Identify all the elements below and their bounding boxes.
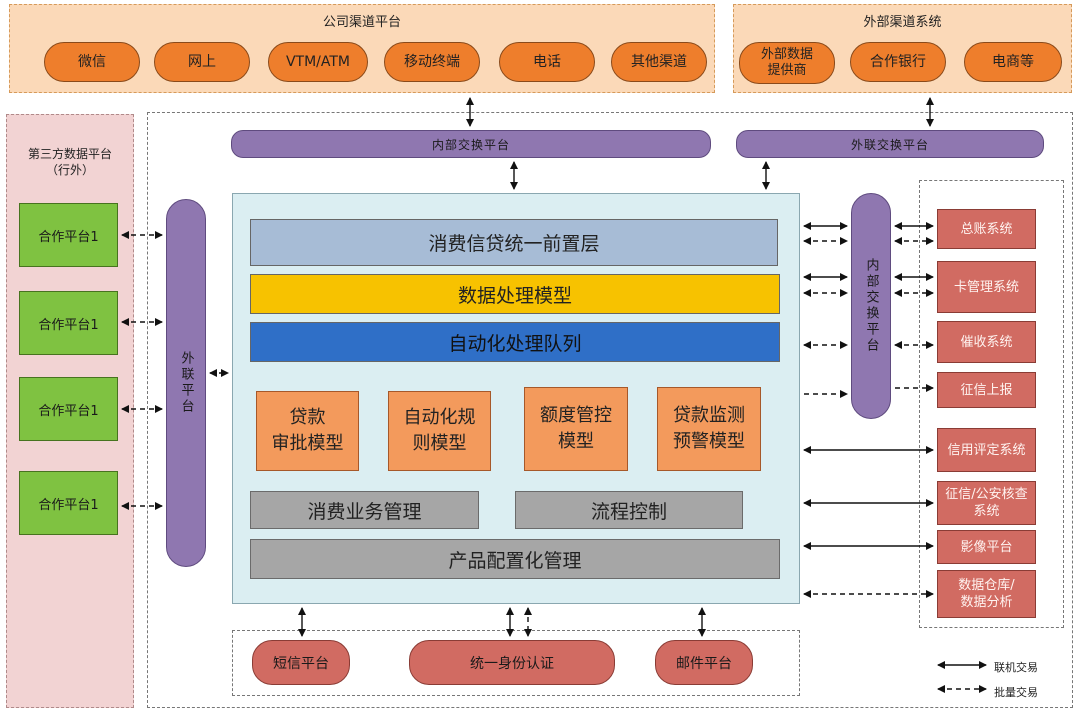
internal-exchange-platform-right[interactable]: 内部交换平台 — [851, 193, 891, 419]
company-channel-title: 公司渠道平台 — [322, 15, 401, 30]
channel-vtm-atm[interactable]: VTM/ATM — [268, 42, 368, 82]
third-party-title: 第三方数据平台 — [27, 147, 112, 161]
partner-platform-1[interactable]: 合作平台1 — [19, 203, 118, 267]
credit-reporting[interactable]: 征信上报 — [937, 372, 1036, 408]
external-data-provider[interactable]: 外部数据 提供商 — [739, 42, 835, 84]
image-platform[interactable]: 影像平台 — [937, 530, 1036, 564]
automation-rule-model[interactable]: 自动化规 则模型 — [388, 391, 491, 471]
loan-approval-model[interactable]: 贷款 审批模型 — [256, 391, 359, 471]
automation-queue[interactable]: 自动化处理队列 — [250, 322, 780, 362]
credit-police-verification[interactable]: 征信/公安核查 系统 — [937, 481, 1036, 525]
general-ledger-system[interactable]: 总账系统 — [937, 209, 1036, 249]
internal-exchange-platform-top[interactable]: 内部交换平台 — [231, 130, 711, 158]
channel-mobile[interactable]: 移动终端 — [384, 42, 480, 82]
internal-exchange-platform-right-label: 内部交换平台 — [863, 258, 879, 354]
third-party-subtitle: （行外） — [45, 163, 94, 177]
loan-monitoring-model[interactable]: 贷款监测 预警模型 — [657, 387, 761, 471]
consumer-business-management[interactable]: 消费业务管理 — [250, 491, 479, 529]
partner-platform-4[interactable]: 合作平台1 — [19, 471, 118, 535]
process-control[interactable]: 流程控制 — [515, 491, 743, 529]
external-link-platform-label: 外联平台 — [178, 351, 194, 415]
legend-online-label: 联机交易 — [994, 661, 1038, 674]
channel-other[interactable]: 其他渠道 — [611, 42, 707, 82]
unified-identity-auth[interactable]: 统一身份认证 — [409, 640, 615, 685]
data-warehouse[interactable]: 数据仓库/ 数据分析 — [937, 570, 1036, 618]
partner-platform-3[interactable]: 合作平台1 — [19, 377, 118, 441]
right-systems-frame — [919, 180, 1064, 628]
data-processing-model[interactable]: 数据处理模型 — [250, 274, 780, 314]
collection-system[interactable]: 催收系统 — [937, 321, 1036, 363]
external-exchange-platform-top[interactable]: 外联交换平台 — [736, 130, 1044, 158]
partner-platform-2[interactable]: 合作平台1 — [19, 291, 118, 355]
unified-front-layer[interactable]: 消费信贷统一前置层 — [250, 219, 778, 266]
partner-bank[interactable]: 合作银行 — [850, 42, 946, 82]
credit-limit-model[interactable]: 额度管控 模型 — [524, 387, 628, 471]
channel-wechat[interactable]: 微信 — [44, 42, 140, 82]
legend-batch-label: 批量交易 — [994, 686, 1038, 699]
channel-phone[interactable]: 电话 — [499, 42, 595, 82]
ecommerce[interactable]: 电商等 — [964, 42, 1062, 82]
sms-platform[interactable]: 短信平台 — [252, 640, 350, 685]
credit-rating-system[interactable]: 信用评定系统 — [937, 428, 1036, 472]
bottom-services-frame — [232, 630, 800, 696]
external-channel-title: 外部渠道系统 — [863, 15, 942, 30]
external-link-platform[interactable]: 外联平台 — [166, 199, 206, 567]
product-configuration-management[interactable]: 产品配置化管理 — [250, 539, 780, 579]
channel-web[interactable]: 网上 — [154, 42, 250, 82]
card-management-system[interactable]: 卡管理系统 — [937, 261, 1036, 313]
email-platform[interactable]: 邮件平台 — [655, 640, 753, 685]
